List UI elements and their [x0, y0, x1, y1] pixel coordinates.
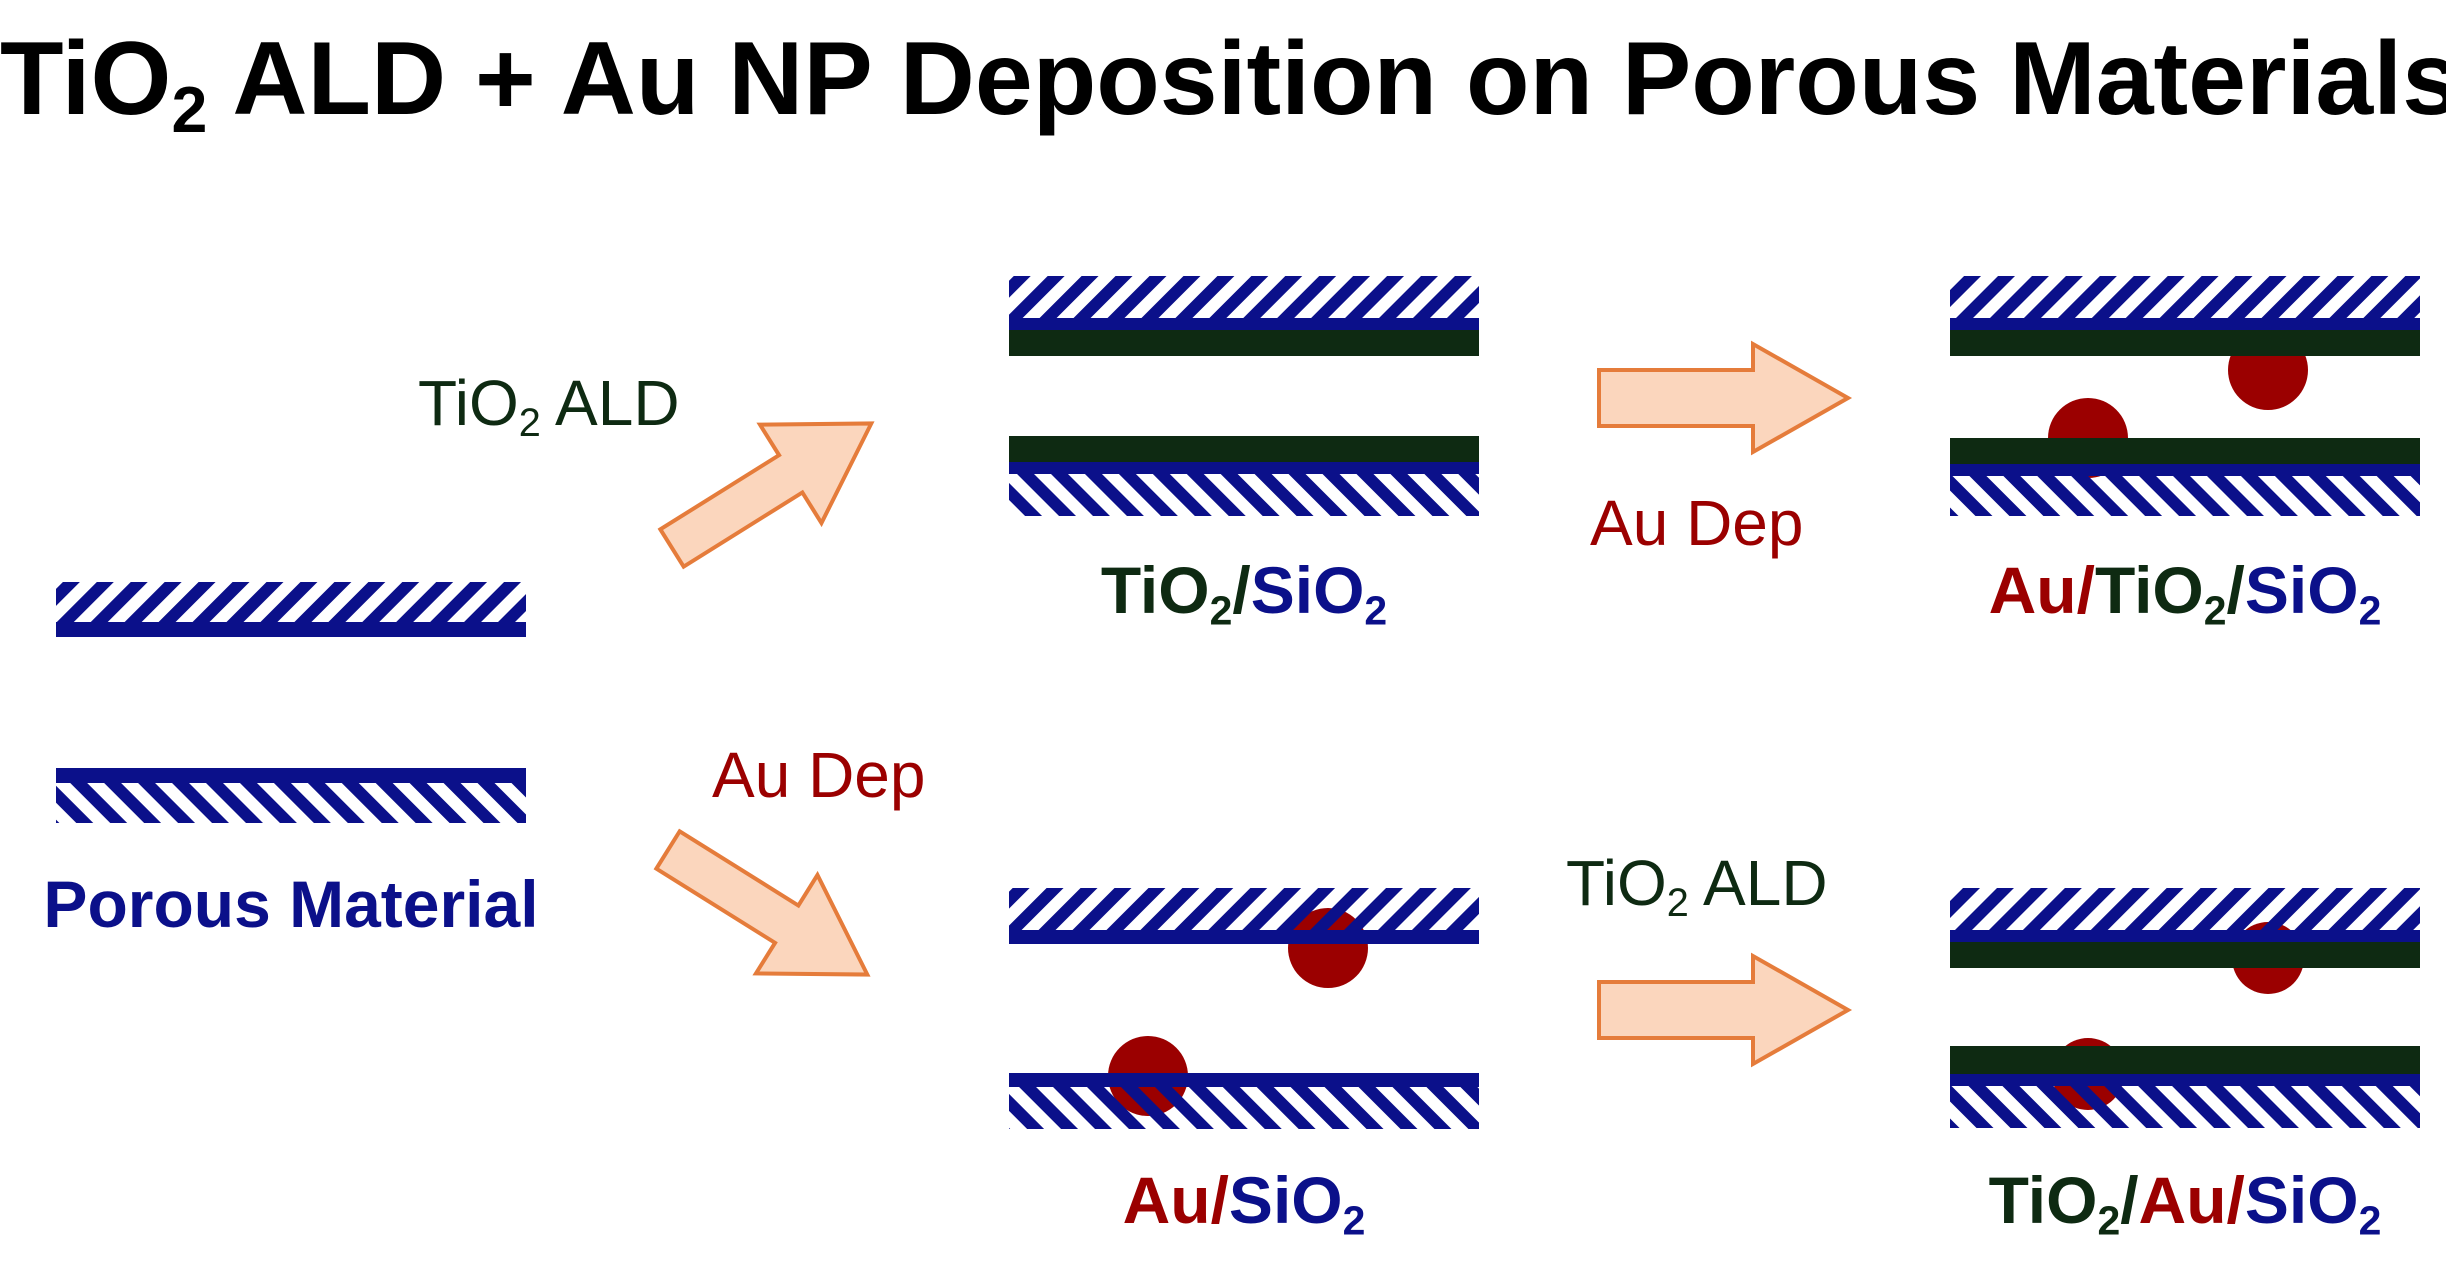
- label-part-silica: SiO2: [2244, 1163, 2382, 1244]
- label-part-gold: Au: [2138, 1163, 2227, 1237]
- step-text: TiO: [1566, 847, 1667, 919]
- label-part-titania: TiO2: [1988, 1163, 2121, 1244]
- title-text-b: ALD + Au NP Deposition on Porous Materia…: [207, 21, 2446, 137]
- upper-silica-wall-edge: [1950, 930, 2420, 942]
- arrow-right-bottom: [1597, 952, 1853, 1068]
- tio2-au-sio2-pore: [1950, 888, 2420, 1128]
- upper-silica-wall-hatch: [1009, 276, 1479, 318]
- upper-silica-wall-edge: [1950, 318, 2420, 330]
- label-slash: /: [2226, 553, 2245, 627]
- upper-silica-wall-hatch: [56, 582, 526, 622]
- title-subscript: 2: [171, 74, 208, 147]
- step-label-au-dep-bottom: Au Dep: [712, 739, 926, 811]
- upper-silica-wall-hatch: [1009, 888, 1479, 930]
- label-slash: /: [2226, 1163, 2245, 1237]
- lower-titania-layer: [1950, 438, 2420, 464]
- label-part-titania: TiO2: [2094, 553, 2227, 634]
- lower-titania-layer: [1009, 436, 1479, 462]
- step-text: TiO: [418, 367, 519, 439]
- lower-silica-wall-edge: [1950, 1074, 2420, 1086]
- lower-silica-wall-edge: [1950, 464, 2420, 476]
- step-subscript: 2: [518, 401, 541, 446]
- arrow-down-right: [653, 828, 871, 977]
- lower-silica-wall-hatch: [56, 783, 526, 823]
- tio2-sio2-pore: [1009, 276, 1479, 516]
- upper-silica-wall-hatch: [1950, 888, 2420, 930]
- lower-silica-wall-hatch: [1950, 476, 2420, 516]
- upper-silica-wall-hatch: [1950, 276, 2420, 318]
- lower-titania-layer: [1950, 1046, 2420, 1074]
- lower-silica-wall-edge: [1009, 462, 1479, 474]
- arrow-up-right: [657, 421, 875, 570]
- upper-silica-wall-edge: [56, 622, 526, 637]
- label-part-silica: SiO2: [1228, 1163, 1366, 1244]
- label-part-silica: SiO2: [1250, 553, 1388, 634]
- upper-titania-layer: [1009, 330, 1479, 356]
- upper-silica-wall-edge: [1009, 318, 1479, 330]
- upper-titania-layer: [1950, 330, 2420, 356]
- page-title: TiO2 ALD + Au NP Deposition on Porous Ma…: [0, 20, 2446, 142]
- label-slash: /: [2076, 553, 2095, 627]
- step-text: ALD: [540, 367, 680, 439]
- label-part-gold: Au: [1122, 1163, 1211, 1237]
- label-slash: /: [2120, 1163, 2139, 1237]
- title-text-a: TiO: [0, 21, 172, 137]
- label-tio2-sio2: TiO2/SiO2: [1009, 552, 1479, 634]
- upper-silica-wall-edge: [1009, 930, 1479, 944]
- step-text: ALD: [1688, 847, 1828, 919]
- au-tio2-sio2-pore: [1950, 276, 2420, 516]
- step-subscript: 2: [1666, 881, 1689, 926]
- label-part-titania: TiO2: [1100, 553, 1233, 634]
- label-au-tio2-sio2: Au/TiO2/SiO2: [1930, 552, 2440, 634]
- arrow-right-top: [1597, 340, 1853, 456]
- label-part-gold: Au: [1988, 553, 2077, 627]
- arrows: [653, 340, 1853, 1068]
- lower-silica-wall-hatch: [1950, 1086, 2420, 1128]
- label-part-silica: SiO2: [2244, 553, 2382, 634]
- step-label-tio2-ald-top: TiO2 ALD: [418, 366, 680, 443]
- step-label-au-dep-right: Au Dep: [1590, 487, 1804, 559]
- label-slash: /: [1232, 553, 1251, 627]
- label-slash: /: [1210, 1163, 1229, 1237]
- label-au-sio2: Au/SiO2: [1009, 1162, 1479, 1244]
- label-porous-material: Porous Material: [43, 867, 539, 941]
- upper-titania-layer: [1950, 942, 2420, 968]
- lower-silica-wall-hatch: [1009, 1087, 1479, 1129]
- lower-silica-wall-hatch: [1009, 474, 1479, 516]
- lower-silica-wall-edge: [56, 768, 526, 783]
- porous-material-pore: [56, 582, 526, 823]
- lower-silica-wall-edge: [1009, 1073, 1479, 1087]
- au-sio2-pore: [1009, 888, 1479, 1129]
- label-tio2-au-sio2: TiO2/Au/SiO2: [1930, 1162, 2440, 1244]
- step-label-tio2-ald-right: TiO2 ALD: [1566, 846, 1828, 923]
